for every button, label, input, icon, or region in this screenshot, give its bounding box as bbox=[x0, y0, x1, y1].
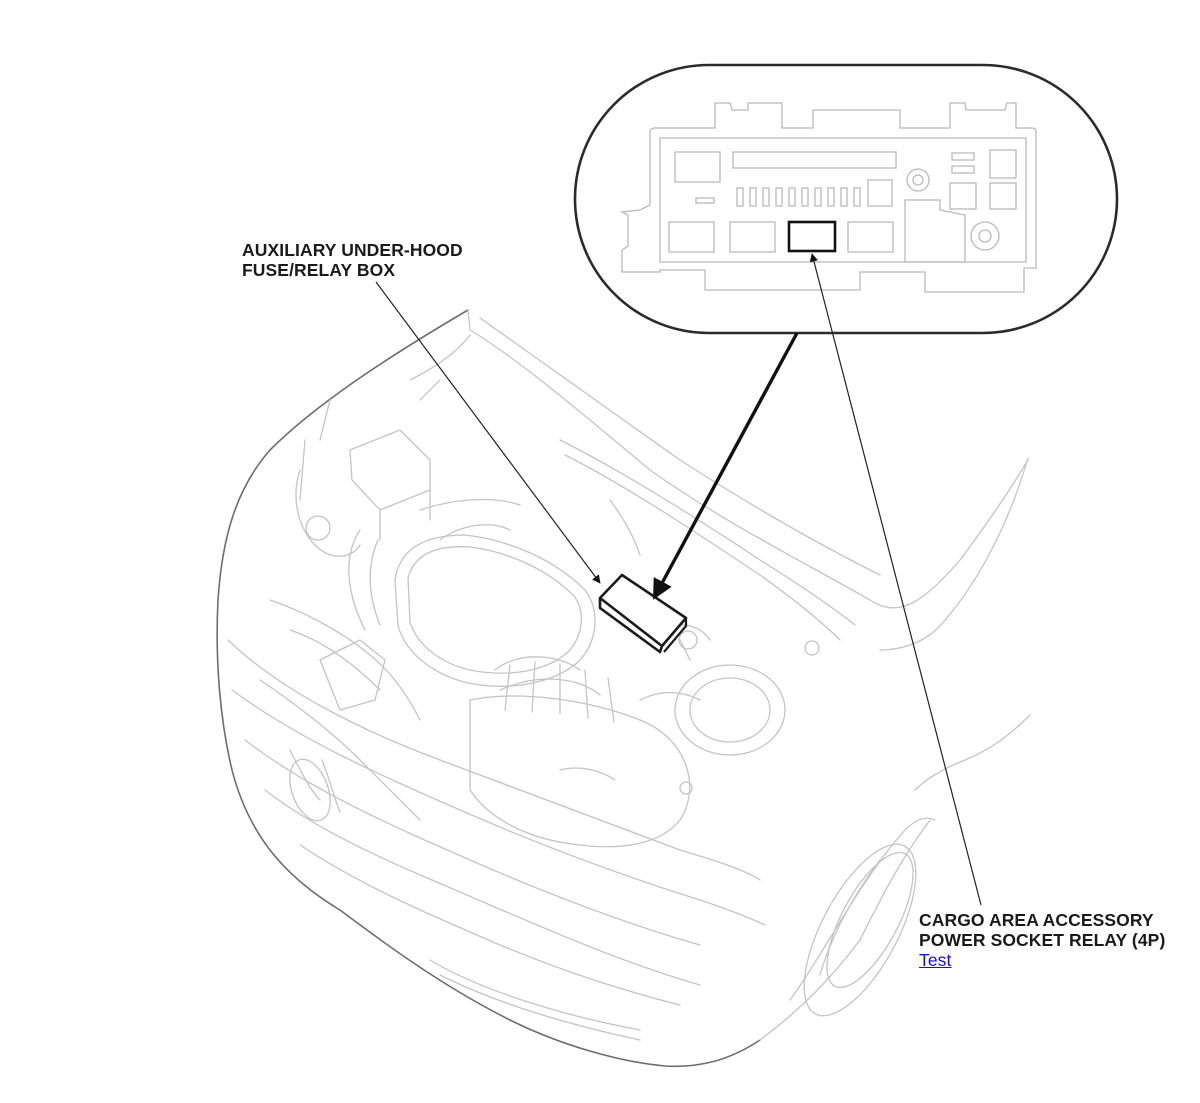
inset-pointer-arrow bbox=[652, 332, 799, 600]
cargo-relay-location bbox=[787, 220, 837, 253]
relay-leader-line bbox=[809, 253, 982, 906]
vehicle-illustration bbox=[216, 309, 1031, 1068]
relay-label-line-1: CARGO AREA ACCESSORY bbox=[919, 910, 1154, 930]
aux-fuse-relay-box-label: AUXILIARY UNDER-HOOD FUSE/RELAY BOX bbox=[242, 240, 463, 280]
fuse-box-detail-inset bbox=[573, 63, 1119, 335]
aux-label-line-1: AUXILIARY UNDER-HOOD bbox=[242, 240, 463, 260]
test-link[interactable]: Test bbox=[919, 950, 952, 970]
aux-fuse-box-location bbox=[598, 573, 688, 654]
aux-label-line-2: FUSE/RELAY BOX bbox=[242, 260, 396, 280]
relay-label-line-2: POWER SOCKET RELAY (4P) bbox=[919, 930, 1166, 950]
aux-box-leader-line bbox=[375, 281, 601, 584]
cargo-relay-label: CARGO AREA ACCESSORY POWER SOCKET RELAY … bbox=[919, 910, 1165, 970]
